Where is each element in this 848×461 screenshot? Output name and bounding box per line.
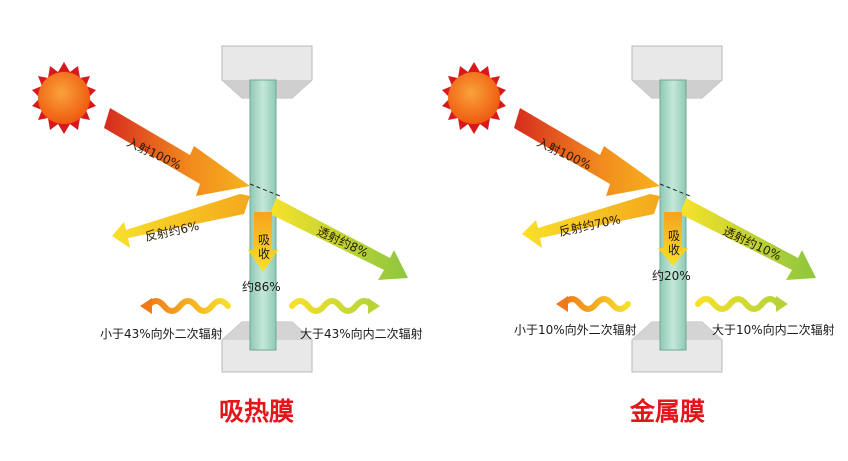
reflected-arrow (112, 194, 250, 248)
absorbed-value: 约86% (242, 279, 281, 294)
absorbed-label-1: 吸 (668, 229, 680, 243)
sun-icon (442, 62, 506, 134)
reradiation-in-wave (695, 296, 781, 312)
absorbed-arrow (248, 212, 278, 272)
absorbed-label-2: 收 (668, 243, 680, 257)
absorbed-value: 约20% (652, 268, 691, 283)
panel-metal-film: 入射100% 反射约70% 透射约10% 吸 收 吸收 约20% 小于10%向外… (442, 45, 835, 426)
transmitted-arrow (270, 198, 408, 280)
reradiation-in-wave (289, 298, 375, 314)
reradiation-out-wave (145, 298, 231, 314)
transmitted-label: 透射约8% (315, 223, 371, 260)
reradiation-in-label: 大于43%向内二次辐射 (300, 326, 423, 341)
panel-absorbing-film: 入射100% 反射约6% 透射约8% 吸 收 吸收 约86% 小于43%向外二次… (32, 45, 423, 426)
reflected-arrow (522, 194, 660, 248)
reradiation-out-label: 小于10%向外二次辐射 (514, 322, 637, 337)
incident-arrow (514, 108, 660, 196)
reradiation-in-label: 大于10%向内二次辐射 (712, 322, 835, 337)
panel-title: 金属膜 (629, 397, 705, 426)
absorbed-arrow (658, 212, 688, 266)
panel-title: 吸热膜 (219, 397, 294, 426)
reradiation-out-label: 小于43%向外二次辐射 (100, 326, 223, 341)
sun-icon (32, 62, 96, 134)
transmitted-label: 透射约10% (721, 223, 784, 263)
absorbed-label-1: 吸 (258, 233, 270, 247)
reradiation-out-wave (561, 296, 631, 312)
absorbed-label-2: 收 (258, 247, 270, 261)
incident-arrow (104, 108, 250, 196)
transmitted-arrow (680, 198, 816, 280)
